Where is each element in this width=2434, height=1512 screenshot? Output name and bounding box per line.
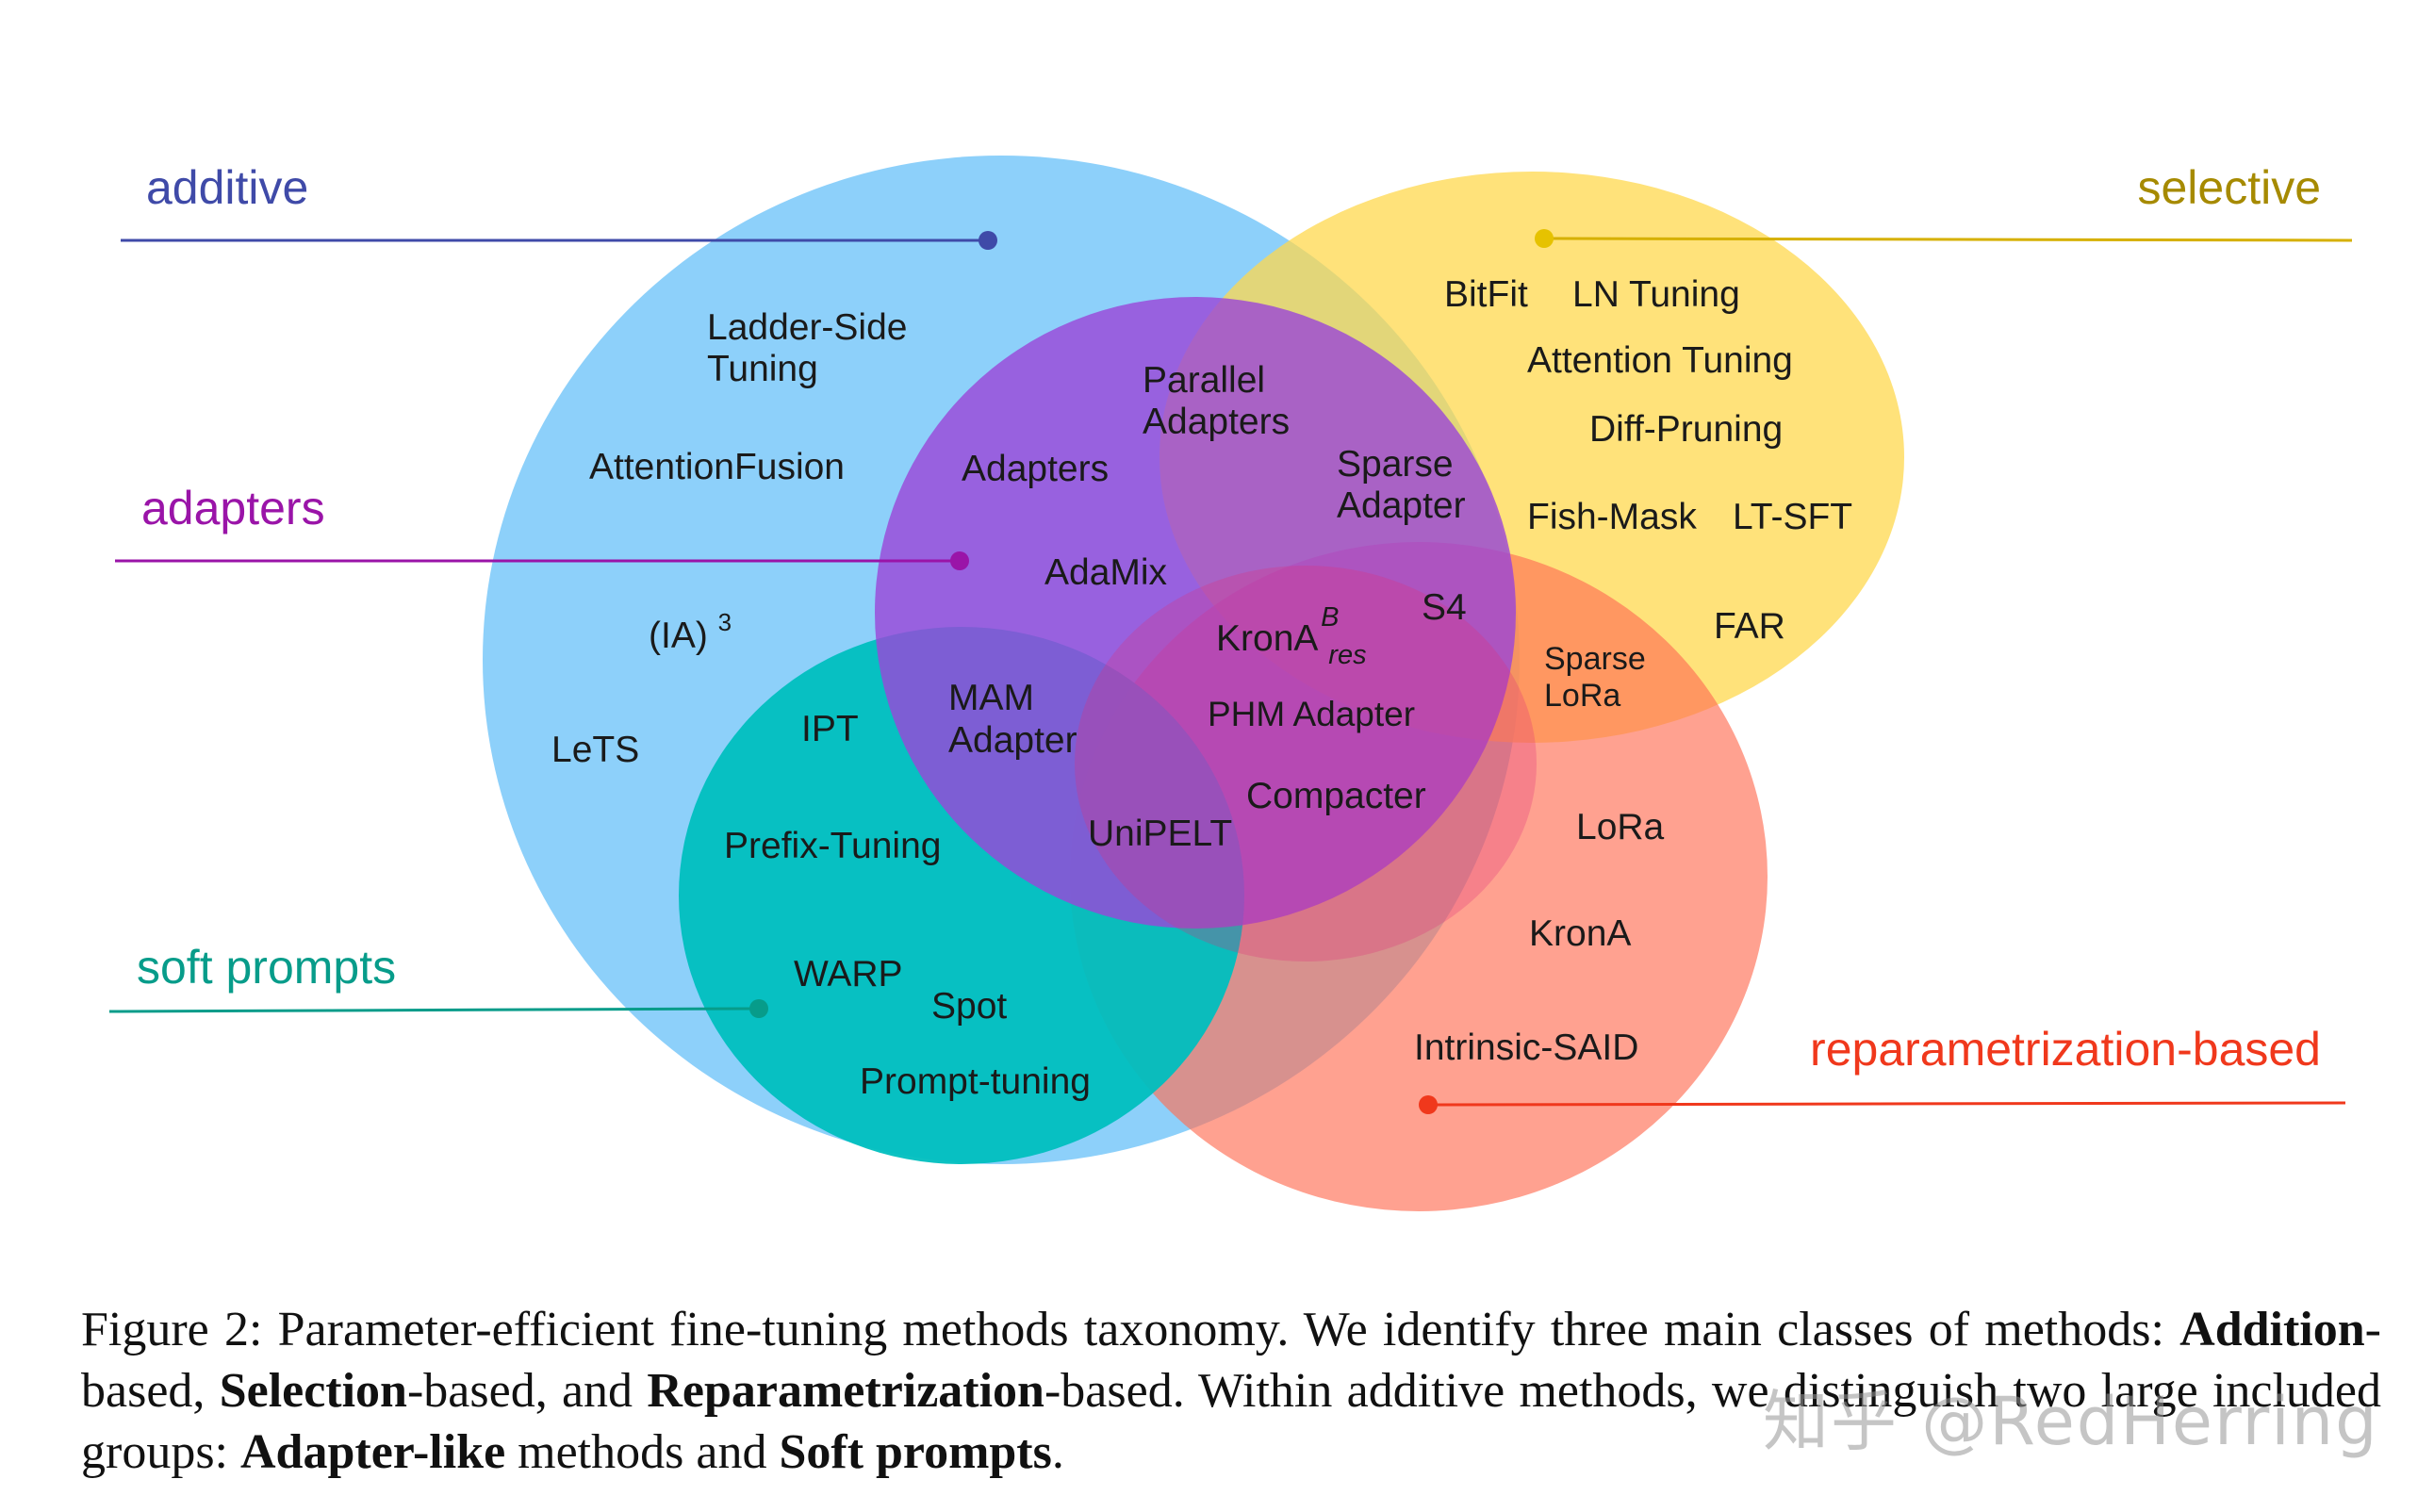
reparametrization-leader-line	[1427, 1101, 2346, 1107]
adapters-leader-dot	[950, 551, 969, 570]
method-parallel-adapters-line1: Parallel	[1143, 360, 1265, 401]
selective-leader-dot	[1535, 229, 1554, 248]
soft-prompts-leader-dot	[749, 999, 768, 1018]
method-adamix: AdaMix	[1044, 552, 1168, 593]
caption-text-4: -based. Within additive methods, we dist…	[81, 1364, 2381, 1479]
method-krona-res: KronA B res	[1216, 594, 1367, 670]
method-ia3: (IA) 3	[649, 608, 732, 656]
method-prompt-tuning: Prompt-tuning	[860, 1061, 1091, 1102]
selective-leader-line	[1543, 237, 2353, 242]
method-phm-adapter: PHM Adapter	[1208, 695, 1415, 733]
soft-prompts-leader-line	[108, 1007, 760, 1013]
caption-bold-soft-prompts: Soft prompts	[779, 1425, 1052, 1479]
caption-bold-selection: Selection	[219, 1364, 407, 1418]
method-ladder-side-tuning-line2: Tuning	[707, 349, 818, 389]
method-parallel-adapters-line2: Adapters	[1143, 402, 1290, 442]
method-prefix-tuning: Prefix-Tuning	[724, 826, 941, 866]
method-parallel-adapters: Parallel Adapters	[1143, 360, 1290, 442]
method-ladder-side-tuning-line1: Ladder-Side	[707, 307, 907, 348]
method-sparse-lora-line1: Sparse	[1544, 641, 1646, 677]
method-warp: WARP	[794, 954, 903, 994]
method-ia3-base: (IA)	[649, 616, 708, 656]
region-adapters	[875, 297, 1516, 929]
method-krona-res-superscript: B	[1321, 602, 1339, 633]
method-bitfit: BitFit	[1444, 274, 1528, 315]
category-label-reparametrization: reparametrization-based	[1810, 1023, 2321, 1076]
additive-leader-dot	[979, 231, 997, 250]
caption-bold-addition: Addition	[2179, 1303, 2365, 1356]
reparametrization-leader-dot	[1419, 1095, 1438, 1114]
method-ia3-superscript: 3	[718, 608, 732, 636]
caption-text-6: .	[1051, 1425, 1064, 1479]
method-lt-sft: LT-SFT	[1733, 497, 1852, 537]
method-ipt: IPT	[801, 709, 859, 749]
method-mam-adapter-line2: Adapter	[948, 720, 1077, 761]
method-unipelt: UniPELT	[1088, 814, 1232, 854]
caption-text-5: methods and	[505, 1425, 780, 1479]
method-attentionfusion: AttentionFusion	[589, 447, 845, 487]
category-label-adapters: adapters	[141, 482, 325, 534]
category-label-soft-prompts: soft prompts	[137, 941, 396, 994]
caption-text-2: -based,	[81, 1303, 2381, 1418]
method-spot: Spot	[931, 986, 1007, 1027]
method-lets: LeTS	[551, 730, 639, 770]
method-intrinsic-said: Intrinsic-SAID	[1414, 1027, 1638, 1068]
method-sparse-lora: Sparse LoRa	[1544, 641, 1654, 714]
method-s4: S4	[1422, 587, 1467, 628]
caption-bold-reparametrization: Reparametrization	[647, 1364, 1044, 1418]
category-label-selective: selective	[2137, 161, 2321, 214]
method-krona: KronA	[1529, 913, 1631, 954]
method-compacter: Compacter	[1246, 776, 1426, 816]
method-sparse-adapter-line2: Adapter	[1337, 485, 1466, 526]
method-sparse-lora-line2: LoRa	[1544, 678, 1620, 714]
method-diff-pruning: Diff-Pruning	[1589, 409, 1783, 450]
watermark: 知乎 @RedHerring	[1763, 1383, 2379, 1460]
method-far: FAR	[1714, 606, 1785, 647]
category-label-additive: additive	[146, 161, 308, 214]
method-krona-res-base: KronA	[1216, 618, 1318, 659]
method-sparse-adapter-line1: Sparse	[1337, 444, 1454, 485]
caption-text-3: -based, and	[406, 1364, 648, 1418]
method-ladder-side-tuning: Ladder-Side Tuning	[707, 307, 917, 389]
method-attention-tuning: Attention Tuning	[1527, 340, 1793, 381]
method-mam-adapter: MAM Adapter	[948, 678, 1077, 761]
method-ln-tuning: LN Tuning	[1572, 274, 1740, 315]
region-adapter-reparam-overlap	[1075, 566, 1537, 961]
method-mam-adapter-line1: MAM	[948, 678, 1034, 718]
method-sparse-adapter: Sparse Adapter	[1337, 444, 1466, 526]
method-lora: LoRa	[1576, 807, 1665, 847]
caption-text-1: Figure 2: Parameter-efficient fine-tunin…	[81, 1303, 2180, 1356]
method-fish-mask: Fish-Mask	[1527, 497, 1697, 537]
figure-caption: Figure 2: Parameter-efficient fine-tunin…	[81, 1299, 2381, 1483]
method-adapters: Adapters	[962, 449, 1109, 489]
caption-bold-adapter-like: Adapter-like	[240, 1425, 506, 1479]
method-krona-res-subscript: res	[1328, 640, 1366, 670]
